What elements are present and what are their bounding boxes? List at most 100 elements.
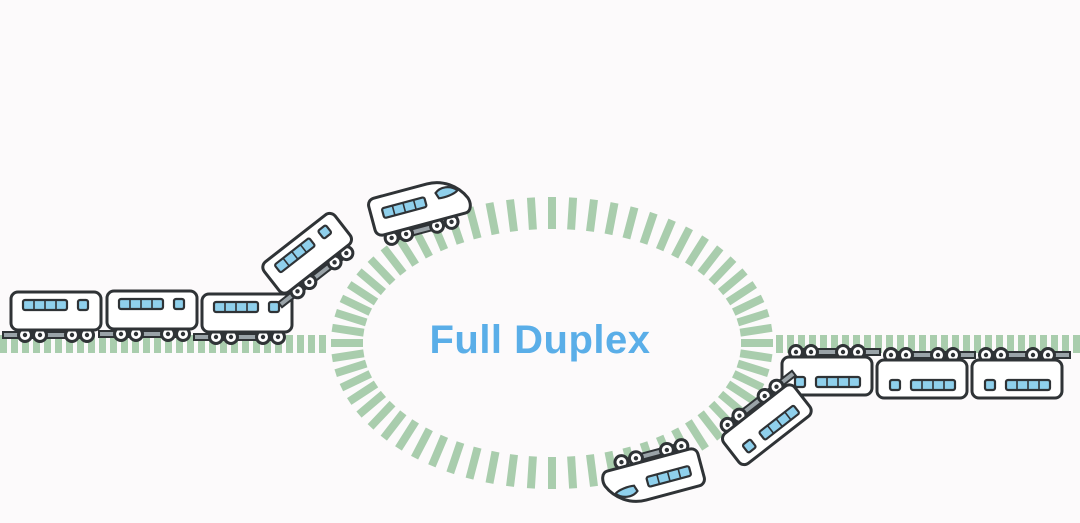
track-tie: [0, 335, 7, 353]
track-tie: [331, 339, 363, 347]
lower-train: [596, 344, 1072, 512]
track-tie: [985, 335, 992, 353]
track-tie: [395, 419, 419, 451]
track-tie: [331, 323, 365, 337]
track-tie: [446, 441, 465, 475]
track-tie: [347, 380, 379, 405]
track-tie: [121, 335, 128, 353]
track-tie: [220, 335, 227, 353]
track-tie: [842, 335, 849, 353]
track-tie: [176, 335, 183, 353]
track-tie: [99, 335, 106, 353]
track-tie: [685, 419, 709, 451]
track-tie: [334, 309, 368, 327]
track-tie: [739, 323, 773, 337]
track-tie: [380, 410, 407, 441]
track-tie: [567, 197, 578, 230]
track-tie: [741, 339, 773, 347]
track-tie: [411, 427, 433, 460]
track-tie: [198, 335, 205, 353]
track-tie: [485, 450, 500, 484]
track-tie: [798, 335, 805, 353]
track-tie: [253, 335, 260, 353]
track-tie: [319, 335, 326, 353]
track-tie: [604, 202, 619, 236]
track-tie: [526, 197, 537, 230]
track-tie: [586, 199, 598, 232]
track-tie: [708, 256, 737, 286]
track-tie: [1018, 335, 1025, 353]
track-tie: [671, 226, 693, 259]
track-tie: [88, 335, 95, 353]
track-tie: [864, 335, 871, 353]
track-tie: [143, 335, 150, 353]
track-tie: [739, 349, 773, 363]
track-tie: [308, 335, 315, 353]
track-tie: [655, 218, 676, 252]
track-tie: [776, 335, 783, 353]
track-tie: [697, 245, 724, 276]
track-tie: [685, 235, 709, 267]
right-straight-track: [776, 335, 1080, 353]
track-tie: [974, 335, 981, 353]
track-tie: [154, 335, 161, 353]
track-tie: [339, 294, 372, 316]
track-tie: [1051, 335, 1058, 353]
track-tie: [886, 335, 893, 353]
track-tie: [908, 335, 915, 353]
track-tie: [356, 390, 387, 418]
track-tie: [11, 335, 18, 353]
track-tie: [717, 268, 748, 296]
track-tie: [1073, 335, 1080, 353]
track-tie: [380, 245, 407, 276]
track-tie: [831, 335, 838, 353]
track-tie: [897, 335, 904, 353]
track-tie: [941, 335, 948, 353]
track-tie: [697, 410, 724, 441]
track-tie: [875, 335, 882, 353]
track-tie: [506, 454, 518, 487]
track-tie: [347, 281, 379, 306]
track-tie: [242, 335, 249, 353]
track-tie: [165, 335, 172, 353]
track-tie: [44, 335, 51, 353]
track-tie: [548, 457, 556, 489]
track-tie: [732, 294, 765, 316]
track-tie: [187, 335, 194, 353]
track-tie: [367, 400, 396, 430]
track-tie: [55, 335, 62, 353]
track-tie: [996, 335, 1003, 353]
track-tie: [297, 335, 304, 353]
track-tie: [1007, 335, 1014, 353]
track-tie: [110, 335, 117, 353]
track-tie: [132, 335, 139, 353]
track-tie: [395, 235, 419, 267]
track-tie: [506, 199, 518, 232]
track-tie: [1062, 335, 1069, 353]
lower-train-locomotive: [596, 434, 708, 512]
track-tie: [820, 335, 827, 353]
track-tie: [331, 349, 365, 363]
track-tie: [334, 359, 368, 377]
diagram-title: Full Duplex: [429, 318, 651, 362]
track-tie: [930, 335, 937, 353]
track-tie: [428, 434, 449, 468]
track-tie: [465, 206, 482, 240]
track-tie: [853, 335, 860, 353]
track-tie: [732, 370, 765, 392]
track-tie: [787, 335, 794, 353]
track-tie: [548, 197, 556, 229]
track-tie: [33, 335, 40, 353]
track-tie: [963, 335, 970, 353]
track-tie: [622, 206, 639, 240]
track-tie: [725, 380, 757, 405]
track-tie: [286, 335, 293, 353]
track-tie: [367, 256, 396, 286]
track-tie: [22, 335, 29, 353]
track-tie: [356, 268, 387, 296]
track-tie: [77, 335, 84, 353]
track-tie: [919, 335, 926, 353]
track-tie: [66, 335, 73, 353]
track-tie: [485, 202, 500, 236]
